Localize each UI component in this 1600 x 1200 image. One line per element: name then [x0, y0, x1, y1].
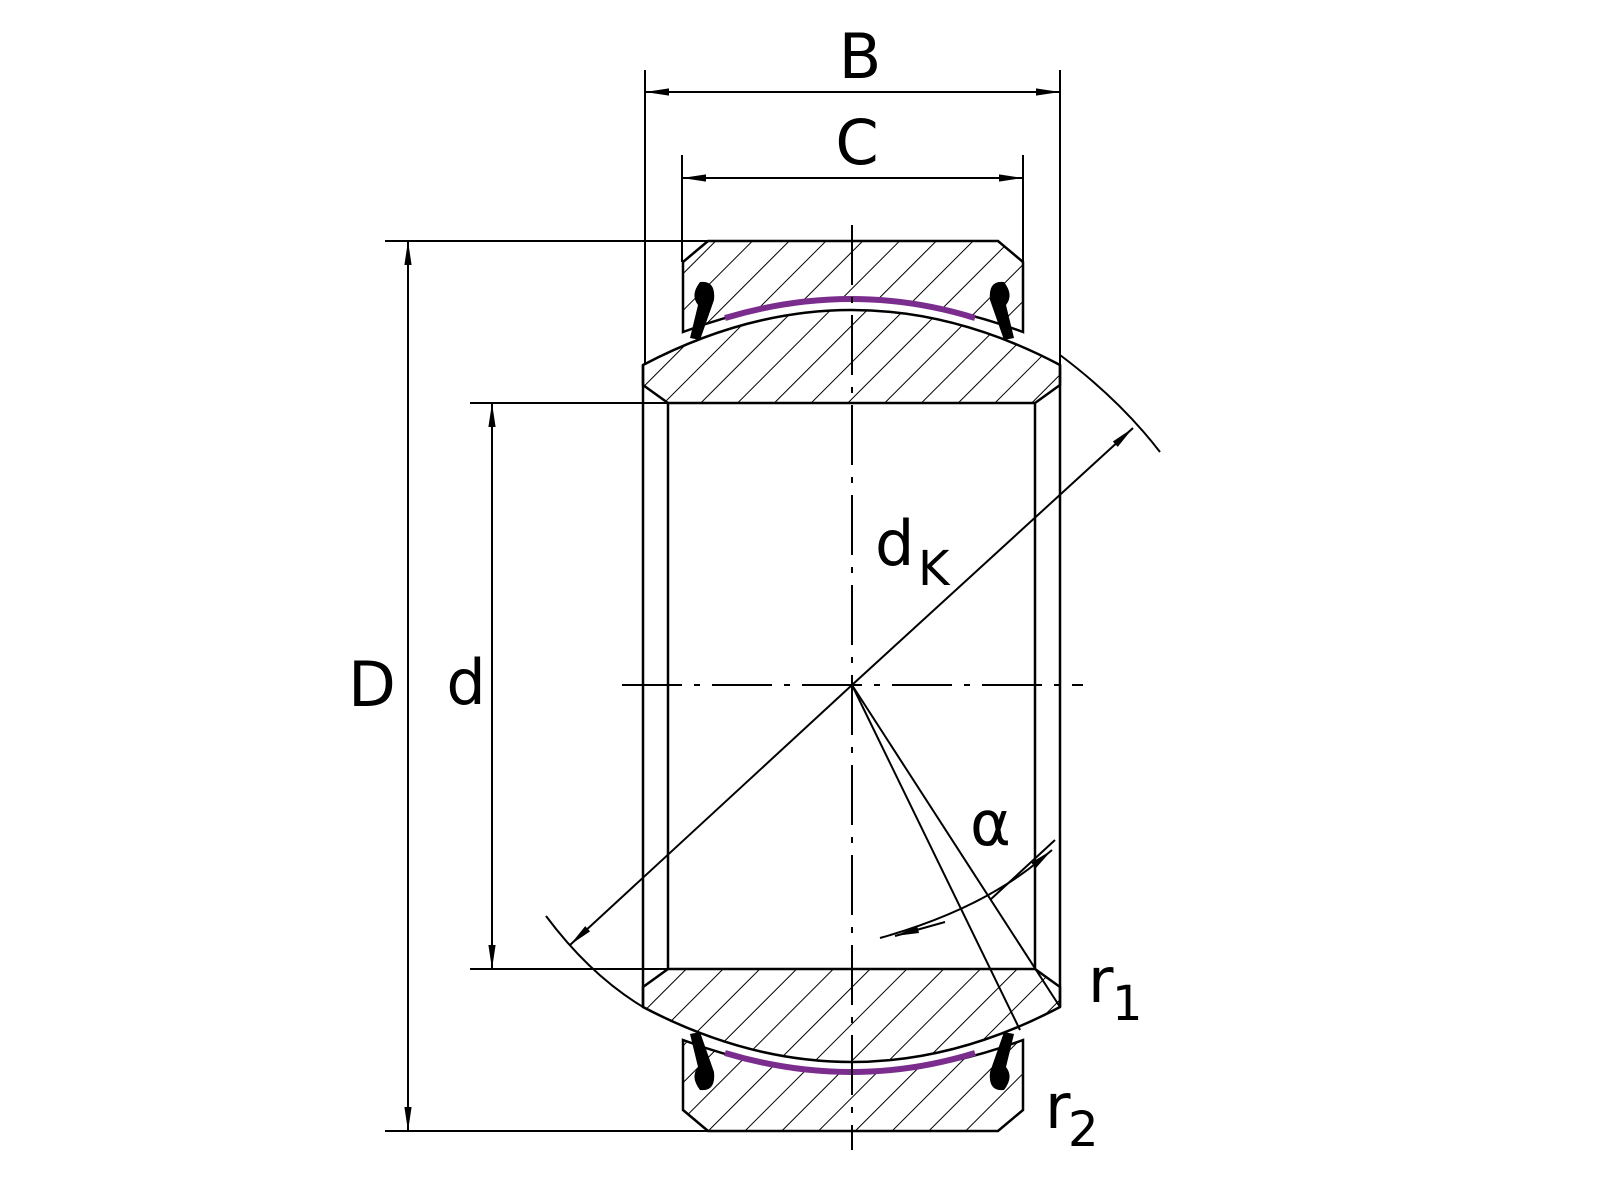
label-C: C	[835, 106, 878, 179]
label-alpha: α	[970, 787, 1011, 860]
seals	[690, 281, 1014, 1091]
label-r1: r	[1088, 944, 1114, 1017]
label-dk: d	[875, 507, 914, 580]
label-D: D	[348, 648, 396, 721]
sliding-layer-top	[724, 296, 976, 321]
label-r2: r	[1045, 1070, 1071, 1143]
label-B: B	[839, 20, 882, 93]
label-r2-subscript: 2	[1068, 1102, 1099, 1158]
label-dk-subscript: K	[918, 541, 951, 597]
sliding-layer-bottom	[724, 1050, 976, 1075]
label-r1-subscript: 1	[1112, 976, 1143, 1032]
label-d: d	[446, 646, 485, 719]
